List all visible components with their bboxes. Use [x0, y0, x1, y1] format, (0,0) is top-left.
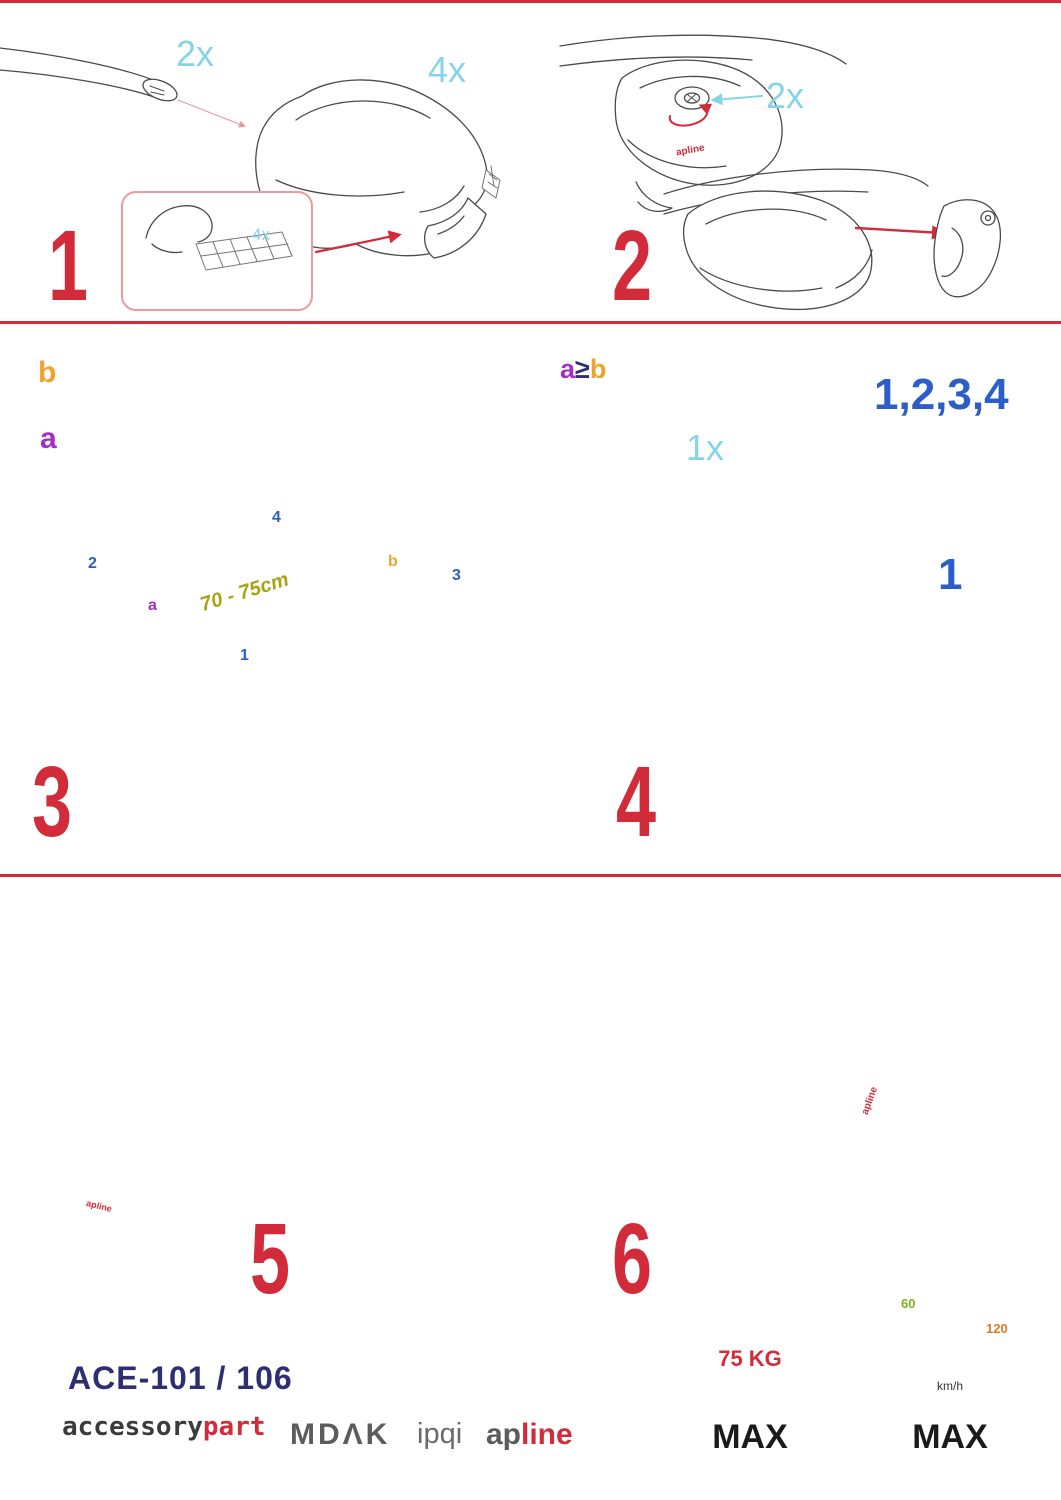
speed-high-label: 120: [986, 1321, 1008, 1336]
step6-number: 6: [612, 1203, 653, 1315]
speed-unit-label: km/h: [936, 1379, 963, 1393]
rubber-pad-inset: [121, 191, 402, 311]
cross-bar-drawing: [0, 47, 178, 102]
lower-foot-drawing: [682, 190, 873, 310]
mdak-logo: MDΛK: [290, 1418, 391, 1451]
pad-insert-arrow: [314, 230, 402, 254]
bar-leader-line: [177, 99, 247, 128]
apline-line: line: [521, 1418, 573, 1451]
max-weight-label: MAX: [712, 1418, 788, 1456]
pad-quantity-label: 4x: [252, 225, 270, 244]
apline-logo: apline: [486, 1420, 573, 1450]
first-position-label: 1: [938, 550, 963, 599]
step2-illustration: [559, 34, 1002, 310]
accessorypart-logo: accessorypart: [62, 1414, 266, 1440]
section-divider-2: [0, 874, 1061, 877]
rule-operator: ≥: [575, 354, 590, 384]
claw-piece-drawing: [933, 199, 1002, 298]
step1-number: 1: [48, 210, 89, 322]
foot-drawing: [255, 79, 501, 259]
step3-number: 3: [32, 746, 73, 858]
turn-bolt-arrow: [668, 103, 713, 127]
roof-position-2: 2: [88, 555, 97, 572]
roof-bar-a-label: a: [148, 597, 157, 614]
roof-position-3: 3: [452, 567, 461, 584]
length-rule-label: a≥b: [560, 356, 606, 383]
tool-quantity-label: 1x: [686, 427, 725, 468]
claw-insert-arrow: [854, 225, 947, 240]
section-divider-1: [0, 321, 1061, 324]
model-number: ACE-101 / 106: [68, 1360, 293, 1396]
max-weight-value: 75 KG: [718, 1346, 782, 1371]
foot-quantity-label: 4x: [428, 49, 467, 90]
cover-qty-arrow: [710, 93, 763, 106]
apline-ap: ap: [486, 1418, 522, 1451]
speed-low-label: 60: [901, 1296, 916, 1311]
upper-foot-drawing: [614, 59, 783, 213]
bar-a-label: a: [40, 422, 57, 455]
cover-quantity-label: 2x: [766, 75, 805, 116]
grip-texture: [481, 165, 501, 199]
pad-grid: [195, 231, 293, 271]
step1-illustration: [0, 47, 501, 311]
bar-quantity-label: 2x: [176, 33, 215, 74]
step5-number: 5: [250, 1203, 291, 1315]
bar-b-label: b: [38, 356, 57, 389]
rule-a: a: [560, 354, 576, 384]
roof-bar-b-label: b: [388, 553, 398, 570]
brand-part: part: [202, 1412, 266, 1442]
rule-b: b: [589, 354, 607, 384]
tighten-sequence-label: 1,2,3,4: [874, 370, 1009, 419]
brand-accessory: accessory: [62, 1412, 203, 1442]
step4-number: 4: [616, 746, 657, 858]
max-speed-label: MAX: [912, 1418, 988, 1456]
step2-number: 2: [612, 210, 653, 322]
ipqi-logo: ipqi: [417, 1418, 463, 1450]
roof-position-4: 4: [272, 509, 281, 526]
roof-position-1: 1: [240, 647, 249, 664]
